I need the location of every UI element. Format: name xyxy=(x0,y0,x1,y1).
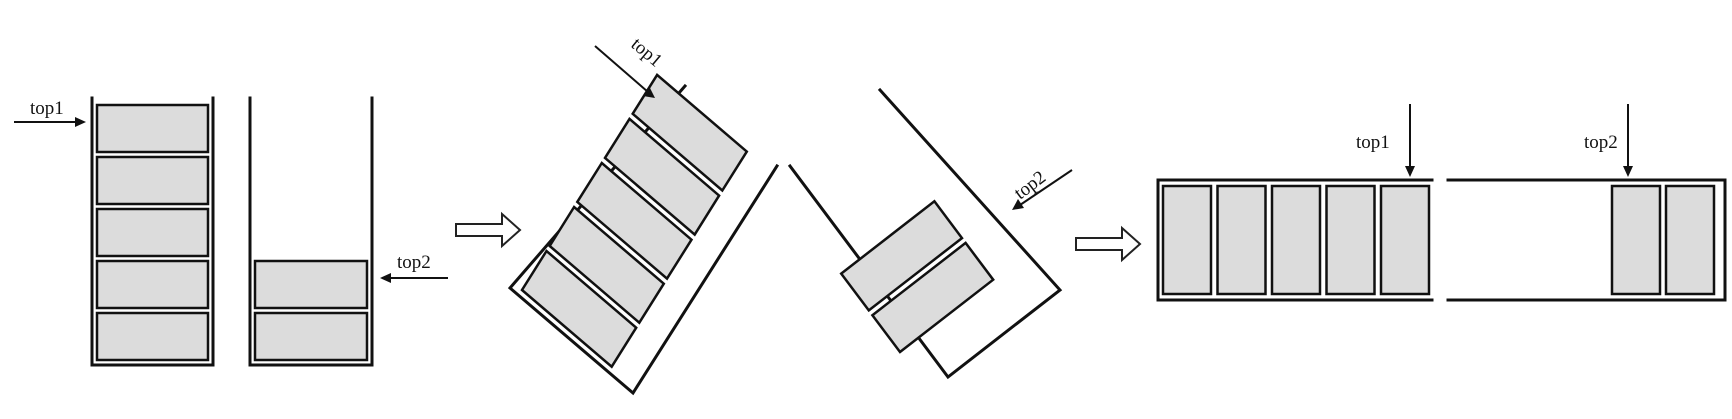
top2-label: top2 xyxy=(397,252,431,273)
stack1-block-tilted xyxy=(548,205,666,325)
stack2-tilted xyxy=(787,87,1063,380)
panel-horizontal-array: top1 top2 xyxy=(1156,104,1727,302)
top2-pointer-tilted: top2 xyxy=(1010,167,1073,210)
stack1-block-tilted xyxy=(575,161,694,281)
transition-arrow-icon xyxy=(455,211,522,249)
stack1-block-horizontal xyxy=(1161,184,1213,296)
stack2-block-tilted xyxy=(839,199,964,313)
stack2-block xyxy=(253,311,369,362)
stack1-block xyxy=(95,207,210,258)
top1-label-horizontal: top1 xyxy=(1356,132,1390,153)
stack1-block-horizontal xyxy=(1325,184,1376,296)
stack1-block-horizontal xyxy=(1270,184,1322,296)
stack2-block-horizontal xyxy=(1664,184,1716,296)
top2-label-tilted: top2 xyxy=(1010,167,1050,204)
transition-arrow-icon xyxy=(1075,225,1142,263)
horizontal-right-stack xyxy=(1446,178,1727,302)
horizontal-left-stack xyxy=(1156,178,1434,302)
stack1-block-tilted xyxy=(603,117,721,237)
top2-pointer: top2 xyxy=(380,252,448,283)
top2-pointer-horizontal: top2 xyxy=(1584,104,1633,177)
stack1-block xyxy=(95,155,210,206)
stack2-block xyxy=(253,259,369,310)
top1-pointer: top1 xyxy=(14,98,86,127)
stack1-vertical xyxy=(90,96,215,367)
stack1-block xyxy=(95,311,210,362)
panel-tilted-stacks: top1 top2 xyxy=(507,34,1073,396)
stack2-vertical xyxy=(248,96,374,367)
stack1-block-horizontal xyxy=(1216,184,1267,296)
stack1-block-tilted xyxy=(520,249,638,369)
panel-vertical-stacks: top1 top2 xyxy=(14,96,448,367)
stack1-block-horizontal xyxy=(1379,184,1431,296)
stack1-block-tilted xyxy=(631,73,749,193)
stack1-tilted xyxy=(507,73,780,396)
stack2-block-tilted xyxy=(870,241,995,354)
stack1-block xyxy=(95,103,210,154)
top2-label-horizontal: top2 xyxy=(1584,132,1618,153)
top1-label: top1 xyxy=(30,98,64,119)
stack1-block xyxy=(95,259,210,310)
stack2-block-horizontal xyxy=(1610,184,1662,296)
top1-pointer-horizontal: top1 xyxy=(1356,104,1415,177)
top1-label-tilted: top1 xyxy=(627,34,666,72)
